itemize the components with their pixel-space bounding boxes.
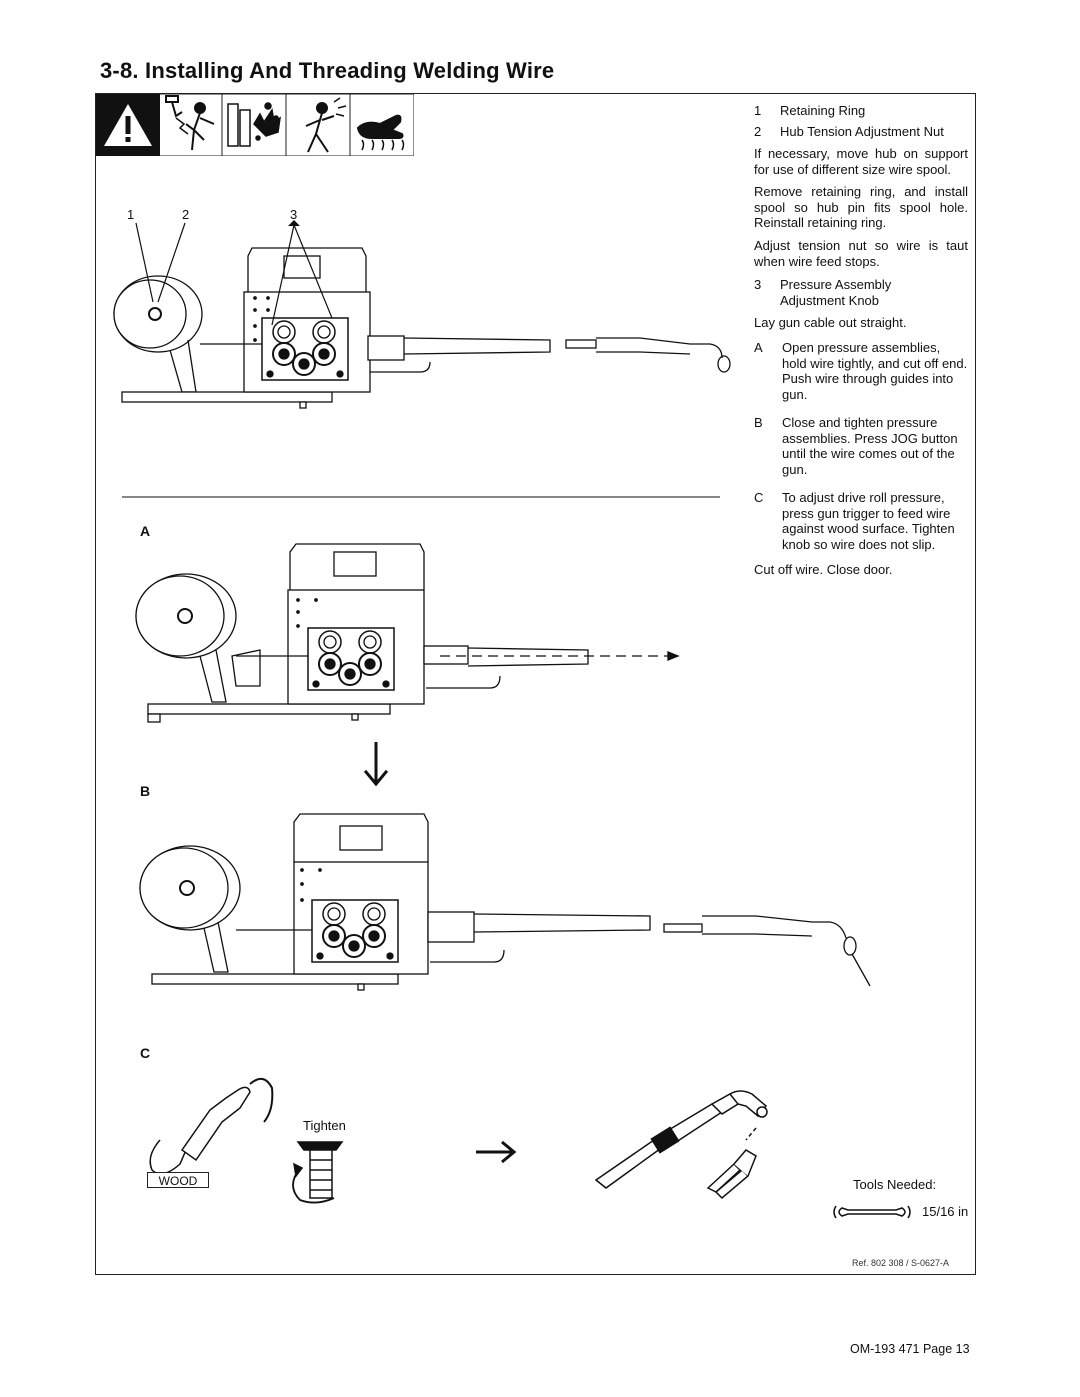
reference-number: Ref. 802 308 / S-0627-A [852,1258,950,1268]
step-text: Close and tighten pressure assemblies. P… [782,415,958,477]
item-number: 2 [754,124,762,139]
section-title: 3-8. Installing And Threading Welding Wi… [100,58,555,83]
step-label-a: A [140,523,151,539]
paragraph-lay-cable: Lay gun cable out straight. [754,315,907,330]
item-text: Retaining Ring [780,103,866,118]
tools-needed-label: Tools Needed: [853,1177,937,1192]
callout-3: 3 [290,207,298,222]
safety-warning-strip [96,94,414,156]
paragraph-install-spool: Remove retaining ring, and install spool… [754,184,968,230]
wrench-size-label: 15/16 in [922,1204,969,1219]
item-3: 3 Pressure Assembly Adjustment Knob [754,277,968,309]
flying-metal-icon [305,97,347,153]
hot-parts-icon [356,114,405,151]
item-text: Hub Tension Adjustment Nut [780,124,944,139]
step-text: Open pressure assemblies, hold wire tigh… [782,340,968,402]
step-letter: A [754,340,763,355]
electric-shock-icon [165,95,215,151]
paragraph-adjust-tension: Adjust tension nut so wire is taut when … [754,238,968,269]
callout-1: 1 [127,207,135,222]
step-text: To adjust drive roll pressure, press gun… [782,490,955,552]
item-1: 1 Retaining Ring [754,103,968,119]
paragraph-move-hub: If necessary, move hub on support for us… [754,146,968,177]
page-footer: OM-193 471 Page 13 [850,1342,970,1356]
content-frame [95,93,976,1275]
step-label-b: B [140,783,151,799]
item-number: 1 [754,103,762,118]
item-number: 3 [754,277,762,292]
step-label-c: C [140,1045,151,1061]
step-letter: C [754,490,764,505]
tighten-label: Tighten [303,1118,346,1133]
warning-triangle-icon [96,94,160,156]
callout-2: 2 [182,207,190,222]
wood-label: WOOD [147,1172,209,1188]
item-2: 2 Hub Tension Adjustment Nut [754,124,968,140]
step-letter: B [754,415,763,430]
paragraph-cut-wire: Cut off wire. Close door. [754,562,893,577]
fire-explosion-icon [227,102,281,147]
item-text: Pressure Assembly Adjustment Knob [780,277,892,308]
